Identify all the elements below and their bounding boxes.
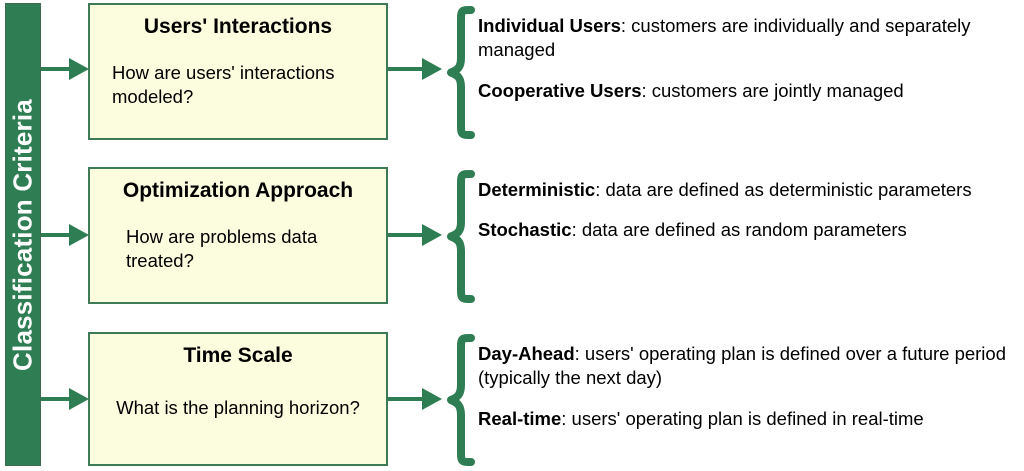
definitions-optimization-approach: Deterministic: data are defined as deter… <box>478 178 1018 243</box>
criteria-box-optimization-approach: Optimization Approach How are problems d… <box>88 167 388 304</box>
definition-term: Stochastic <box>478 219 572 241</box>
definition-term: Cooperative Users <box>478 79 642 101</box>
curly-brace-icon-time-scale <box>447 334 475 466</box>
arrow-shaft <box>41 397 71 401</box>
criteria-box-users-interactions: Users' Interactions How are users' inter… <box>88 3 388 140</box>
definition-description: : customers are jointly managed <box>641 79 904 101</box>
arrow-users-interactions-to-brace <box>388 58 446 80</box>
criteria-title: Users' Interactions <box>143 15 333 38</box>
criteria-box-time-scale: Time Scale What is the planning horizon? <box>88 332 388 466</box>
arrow-head-icon <box>69 224 89 246</box>
criteria-title: Optimization Approach <box>122 179 354 202</box>
definition-description: : data are defined as random parameters <box>571 219 907 241</box>
curly-brace-icon-users-interactions <box>447 6 475 139</box>
arrow-bar-to-time-scale <box>41 388 89 410</box>
definition-term: Real-time <box>478 407 562 429</box>
arrow-head-icon <box>422 388 442 410</box>
definition-description: : users' operating plan is defined in re… <box>561 407 924 429</box>
classification-criteria-bar: Classification Criteria <box>5 3 41 466</box>
curly-brace-icon-optimization-approach <box>447 170 475 303</box>
criteria-question: How are problems data treated? <box>126 226 318 272</box>
criteria-question: How are users' interactions modeled? <box>112 62 335 108</box>
definition-term: Individual Users <box>478 15 621 36</box>
criteria-title: Time Scale <box>183 344 293 367</box>
definition-description: : users' operating plan is defined over … <box>478 343 1006 389</box>
classification-criteria-bar-label: Classification Criteria <box>7 98 38 371</box>
definition-item: Real-time: users' operating plan is defi… <box>478 407 1018 431</box>
arrow-bar-to-optimization-approach <box>41 224 89 246</box>
definition-item: Individual Users: customers are individu… <box>478 14 1018 63</box>
definition-term: Day-Ahead <box>478 343 575 364</box>
arrow-shaft <box>41 233 71 237</box>
arrow-head-icon <box>422 58 442 80</box>
definition-item: Day-Ahead: users' operating plan is defi… <box>478 342 1018 391</box>
arrow-head-icon <box>69 388 89 410</box>
definitions-time-scale: Day-Ahead: users' operating plan is defi… <box>478 342 1018 431</box>
definition-description: : customers are individually and separat… <box>478 15 971 61</box>
definition-item: Deterministic: data are defined as deter… <box>478 178 1018 202</box>
arrow-head-icon <box>422 224 442 246</box>
arrow-shaft <box>388 67 424 71</box>
definitions-users-interactions: Individual Users: customers are individu… <box>478 14 1018 103</box>
definition-item: Stochastic: data are defined as random p… <box>478 218 1018 242</box>
arrow-shaft <box>388 233 424 237</box>
definition-item: Cooperative Users: customers are jointly… <box>478 79 1018 103</box>
arrow-bar-to-users-interactions <box>41 58 89 80</box>
definition-description: : data are defined as deterministic para… <box>595 179 972 200</box>
definition-term: Deterministic <box>478 179 596 200</box>
arrow-time-scale-to-brace <box>388 388 446 410</box>
arrow-optimization-approach-to-brace <box>388 224 446 246</box>
arrow-shaft <box>41 67 71 71</box>
arrow-shaft <box>388 397 424 401</box>
arrow-head-icon <box>69 58 89 80</box>
criteria-question: What is the planning horizon? <box>116 397 360 419</box>
